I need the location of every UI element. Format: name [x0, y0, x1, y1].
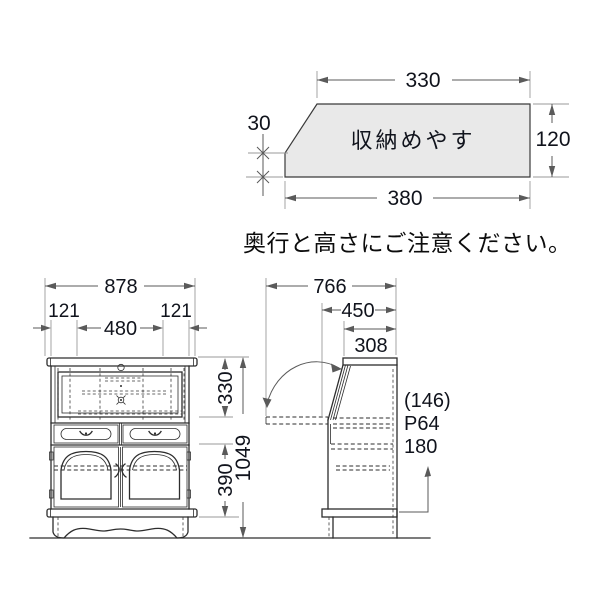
dim-overall-width: 878: [104, 276, 137, 298]
storage-guide-diagram: 収納めやす 330 30 120 380: [246, 69, 571, 210]
dim-top-width: 330: [405, 69, 440, 92]
base-height-leader: [399, 469, 429, 513]
dim-center-width: 480: [104, 318, 137, 340]
flap-swing-arc: [266, 361, 340, 405]
storage-area-shape: [284, 103, 531, 178]
dim-left-offset: 121: [48, 301, 80, 322]
dim-base-height: 180: [404, 436, 437, 458]
dim-body-depth: 450: [341, 300, 374, 322]
door-right: [122, 446, 188, 508]
top-lock-knob: [117, 363, 125, 372]
note-inner-dim: (146): [404, 390, 451, 412]
dim-left-height: 30: [247, 112, 270, 135]
side-view-drawing: 766 450 308: [262, 276, 451, 539]
drawer-right: [122, 424, 188, 444]
drawer-left-handle: [79, 430, 93, 436]
front-view-drawing: 878 121 480 121: [33, 276, 255, 539]
dim-top-depth: 308: [354, 335, 387, 357]
dim-lower-height: 390: [215, 463, 237, 496]
drawer-right-handle: [148, 430, 162, 436]
dim-right-height: 120: [535, 128, 570, 151]
caution-caption: 奥行と高さにご注意ください。: [243, 230, 572, 256]
door-left: [53, 446, 119, 508]
drawer-left: [53, 424, 119, 444]
flap-panel: [57, 371, 183, 418]
dim-open-depth: 766: [313, 276, 346, 298]
dim-right-offset: 121: [160, 301, 192, 322]
door-left-handle: [114, 463, 120, 478]
dim-overall-height: 1049: [232, 435, 255, 482]
flap-keyhole: [116, 395, 126, 405]
dim-bottom-width: 380: [387, 187, 422, 210]
dim-upper-height: 330: [215, 371, 237, 404]
storage-guide-label: 収納めやす: [350, 128, 475, 153]
base-apron: [52, 516, 189, 539]
note-pitch: P64: [404, 413, 440, 435]
